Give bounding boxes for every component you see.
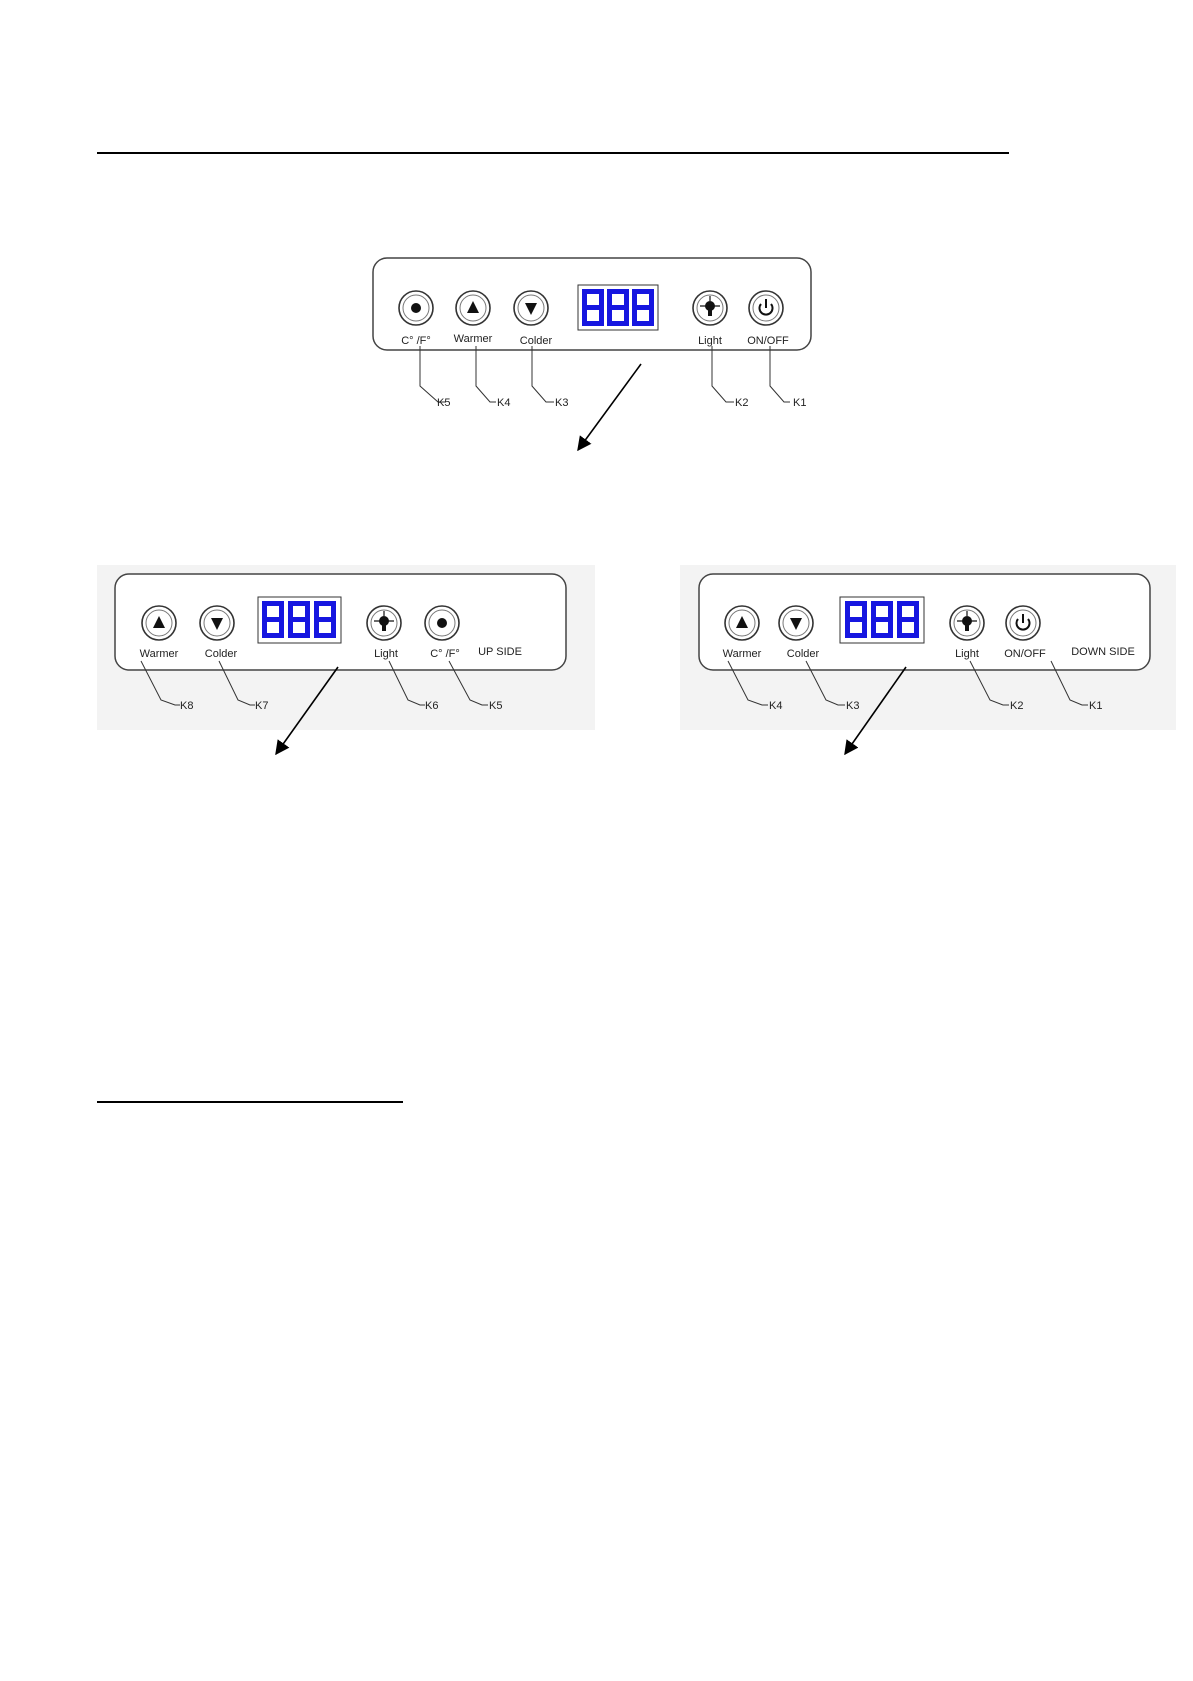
down-display-digit xyxy=(871,601,893,638)
down-colder-label: Colder xyxy=(787,648,820,660)
down-key-k2: K2 xyxy=(1010,700,1023,712)
down-key-k3: K3 xyxy=(846,700,859,712)
up-key-k5: K5 xyxy=(489,700,502,712)
up-cf-label: C° /F° xyxy=(430,648,460,660)
up-display-digit xyxy=(288,601,310,638)
up-display-digit xyxy=(262,601,284,638)
top-key-k5: K5 xyxy=(437,397,450,409)
up-light-button[interactable] xyxy=(367,606,401,640)
top-onoff-label: ON/OFF xyxy=(747,335,789,347)
down-key-k4: K4 xyxy=(769,700,782,712)
down-display-digit xyxy=(845,601,867,638)
top-display xyxy=(578,285,658,330)
top-warmer-label: Warmer xyxy=(454,333,493,345)
top-key-k1: K1 xyxy=(793,397,806,409)
down-warmer-button[interactable] xyxy=(725,606,759,640)
top-colder-label: Colder xyxy=(520,335,553,347)
down-colder-button[interactable] xyxy=(779,606,813,640)
up-display xyxy=(258,597,341,643)
dot-icon xyxy=(437,618,447,628)
top-key-k2: K2 xyxy=(735,397,748,409)
top-key-k4: K4 xyxy=(497,397,510,409)
top-onoff-button[interactable] xyxy=(749,291,783,325)
up-warmer-button[interactable] xyxy=(142,606,176,640)
top-light-label: Light xyxy=(698,335,722,347)
down-warmer-label: Warmer xyxy=(723,648,762,660)
top-light-button[interactable] xyxy=(693,291,727,325)
down-display xyxy=(840,597,924,643)
top-control-panel: C° /F° Warmer Colder xyxy=(373,258,811,450)
top-leader-k5 xyxy=(420,346,446,402)
down-onoff-button[interactable] xyxy=(1006,606,1040,640)
top-cf-button[interactable] xyxy=(399,291,433,325)
up-warmer-label: Warmer xyxy=(140,648,179,660)
up-colder-button[interactable] xyxy=(200,606,234,640)
down-side-label: DOWN SIDE xyxy=(1071,646,1135,658)
top-key-k3: K3 xyxy=(555,397,568,409)
down-display-digit xyxy=(897,601,919,638)
down-light-button[interactable] xyxy=(950,606,984,640)
top-leader-k3 xyxy=(532,346,554,402)
dot-icon xyxy=(411,303,421,313)
top-leader-k2 xyxy=(712,346,734,402)
up-colder-label: Colder xyxy=(205,648,238,660)
down-light-label: Light xyxy=(955,648,979,660)
top-display-digit xyxy=(607,289,629,326)
up-light-label: Light xyxy=(374,648,398,660)
down-key-k1: K1 xyxy=(1089,700,1102,712)
top-display-digit xyxy=(632,289,654,326)
top-colder-button[interactable] xyxy=(514,291,548,325)
top-leader-k1 xyxy=(770,346,790,402)
top-warmer-button[interactable] xyxy=(456,291,490,325)
down-onoff-label: ON/OFF xyxy=(1004,648,1046,660)
top-leader-k4 xyxy=(476,346,496,402)
up-cf-button[interactable] xyxy=(425,606,459,640)
up-key-k6: K6 xyxy=(425,700,438,712)
up-key-k7: K7 xyxy=(255,700,268,712)
up-side-label: UP SIDE xyxy=(478,646,522,658)
up-display-digit xyxy=(314,601,336,638)
top-cf-label: C° /F° xyxy=(401,335,431,347)
up-side-panel: Warmer Colder xyxy=(97,565,595,754)
down-side-panel: Warmer Colder xyxy=(680,565,1176,754)
top-arrow xyxy=(578,364,641,450)
top-display-digit xyxy=(582,289,604,326)
up-key-k8: K8 xyxy=(180,700,193,712)
